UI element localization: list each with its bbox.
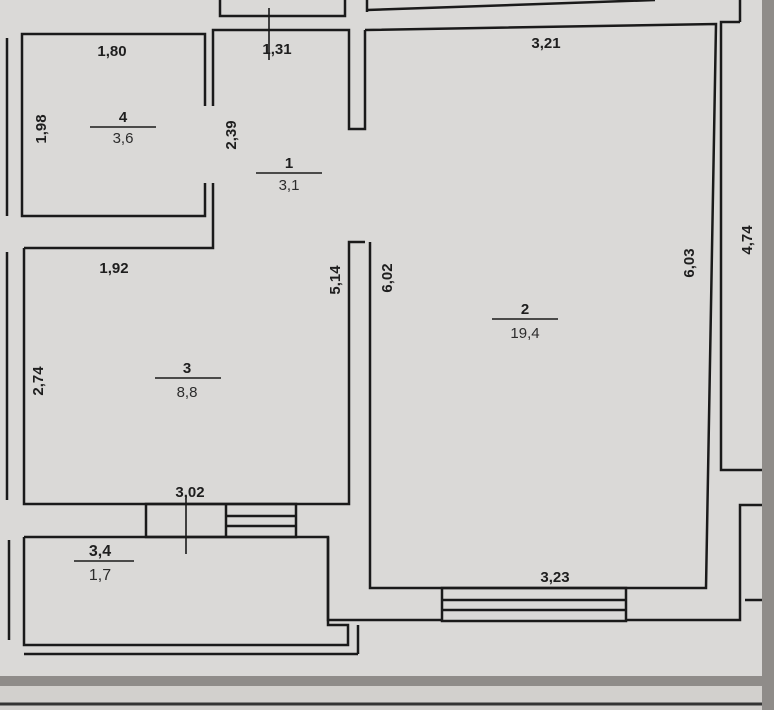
room4-wall — [20, 32, 207, 218]
top-wall-fragment — [218, 0, 347, 18]
right-room-wall — [719, 20, 762, 472]
paper-sheet — [0, 0, 762, 676]
dim-room3-left: 2,74 — [30, 366, 47, 396]
room1-number: 1 — [285, 155, 293, 172]
dim-room3-right: 5,14 — [327, 265, 344, 295]
dim-room4-width: 1,80 — [97, 43, 126, 60]
paper-sheet-lower — [0, 686, 762, 710]
dim-hall-top: 1,31 — [262, 41, 291, 58]
balcony-door — [144, 502, 298, 539]
room2-wall — [364, 22, 718, 590]
room2-area: 19,4 — [510, 325, 539, 342]
window-room2 — [440, 586, 628, 623]
room3-number: 3 — [183, 360, 191, 377]
hall-wall-left — [24, 183, 215, 250]
dim-room3-bottom: 3,02 — [175, 484, 204, 501]
dim-room2-top: 3,21 — [531, 35, 560, 52]
outer-wall-bottom-right — [626, 503, 762, 622]
dim-room2-right: 6,03 — [681, 248, 698, 277]
dim-room3-top: 1,92 — [99, 260, 128, 277]
walls — [5, 0, 762, 656]
room3-area: 8,8 — [177, 384, 198, 401]
room34-number: 3,4 — [89, 543, 111, 560]
dim-room2-bottom: 3,23 — [540, 569, 569, 586]
dim-room2-left: 6,02 — [379, 263, 396, 292]
room2-number: 2 — [521, 301, 529, 318]
room34-area: 1,7 — [89, 567, 111, 584]
dim-room4-height: 1,98 — [33, 114, 50, 143]
dim-right-room: 4,74 — [739, 225, 756, 255]
room-label-bars — [74, 8, 558, 562]
hall-wall-top — [211, 28, 367, 131]
room4-area: 3,6 — [113, 130, 134, 147]
room4-number: 4 — [119, 109, 128, 126]
room1-area: 3,1 — [279, 177, 300, 194]
room3-wall — [22, 240, 365, 506]
dim-hall-side: 2,39 — [223, 120, 240, 149]
top-wall-fragment-2 — [366, 0, 656, 12]
outer-wall-bottom — [326, 537, 442, 622]
